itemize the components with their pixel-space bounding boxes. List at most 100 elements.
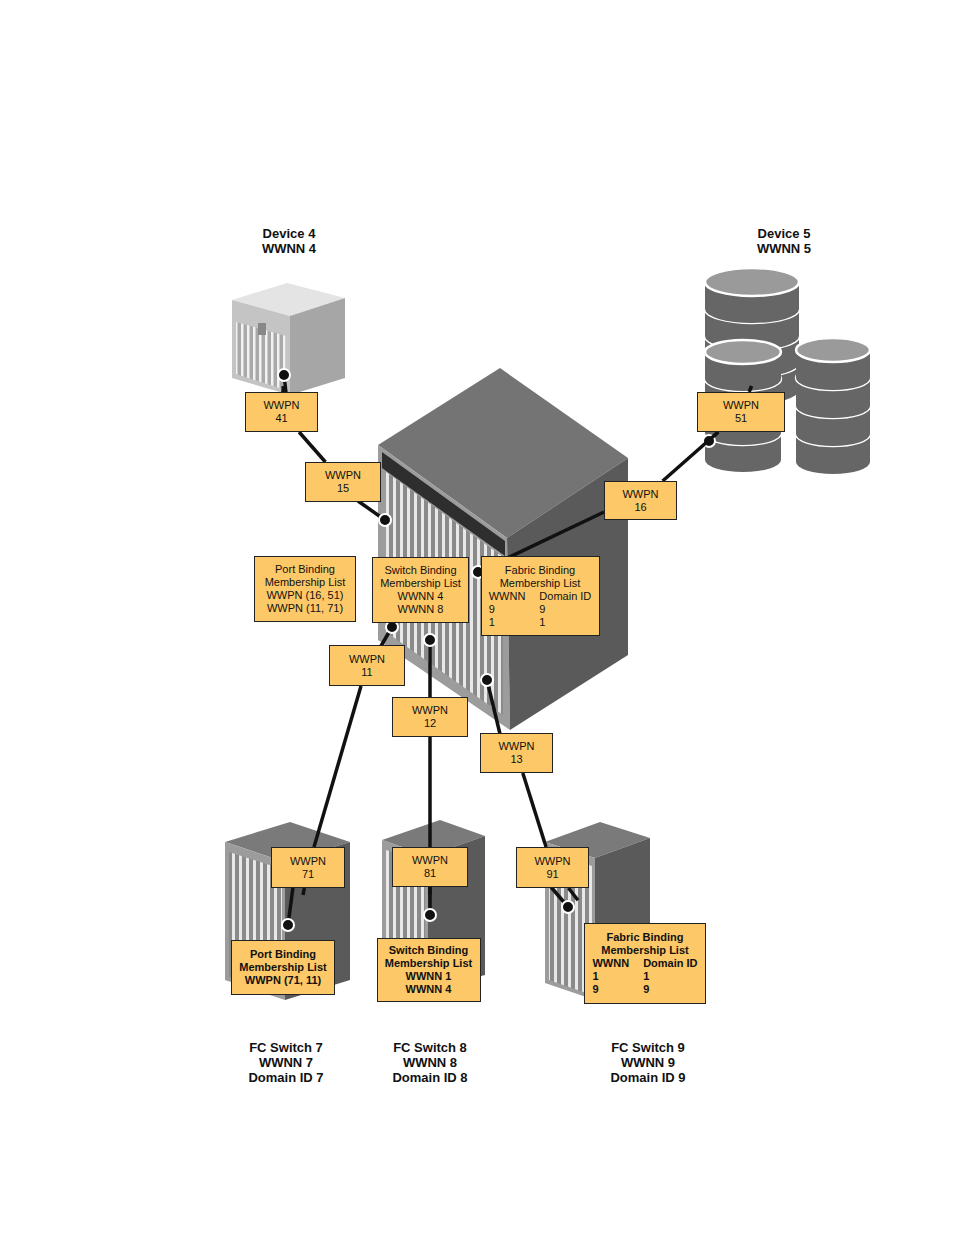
switch-label: FC Switch 9WWNN 9Domain ID 9Fabric Bindi… — [578, 895, 718, 1085]
fc-link — [299, 432, 325, 462]
node-text: WWPN (71, 11) — [245, 974, 321, 987]
fc-link — [430, 887, 431, 895]
switch-label: FC Switch 7WWNN 7Domain ID 7 Port Binding… — [225, 895, 347, 1085]
wwpn-box: WWPN81 — [392, 847, 468, 887]
node-text: WWPN — [290, 855, 326, 868]
wwpn-box: WWPN71 — [271, 847, 345, 888]
node-text: 12 — [424, 717, 436, 730]
disk-storage — [705, 268, 870, 474]
binding-table: WWNNDomain ID1199 — [592, 957, 697, 996]
node-text: Domain ID — [643, 957, 697, 970]
node-text: 51 — [735, 412, 747, 425]
node-text: Switch Binding — [389, 944, 468, 957]
node-text: 9 — [592, 983, 598, 996]
link-line — [428, 887, 432, 895]
device-label: Device 5WWNN 5 — [712, 226, 856, 386]
node-text: 9 — [643, 983, 649, 996]
node-text: Fabric Binding — [607, 931, 684, 944]
director-switch — [378, 368, 628, 730]
node-text: WWNN 9 — [621, 1055, 675, 1070]
node-text: WWNN 4 — [406, 983, 452, 996]
node-text: WWPN (16, 51) — [266, 589, 343, 602]
node-text: 71 — [302, 868, 314, 881]
node-text: WWPN — [412, 704, 448, 717]
node-text: FC Switch 8 — [393, 1040, 467, 1055]
node-text: 1 — [592, 970, 598, 983]
fc-switch — [225, 822, 350, 1000]
node-text: Fabric Binding — [505, 564, 575, 577]
link-line — [523, 773, 546, 847]
node-text: 9 — [489, 603, 495, 616]
node-text: WWNN 5 — [757, 241, 811, 256]
node-text: WWNN — [489, 590, 526, 603]
node-text: FC Switch 7 — [249, 1040, 323, 1055]
link-line — [299, 432, 325, 462]
node-text: Port Binding — [250, 948, 316, 961]
node-text: Membership List — [601, 944, 688, 957]
link-line — [568, 888, 578, 900]
node-text: WWPN — [622, 488, 658, 501]
node-text: WWPN — [325, 469, 361, 482]
node-text: 41 — [275, 412, 287, 425]
fc-link — [663, 432, 719, 481]
node-text: Membership List — [500, 577, 581, 590]
membership-box: Switch BindingMembership ListWWNN 1WWNN … — [377, 938, 481, 1002]
device-label: Device 4WWNN 4 — [228, 226, 350, 386]
fc-link — [568, 888, 578, 900]
wwpn-box: WWPN91 — [516, 847, 589, 888]
node-text: 1 — [539, 616, 545, 629]
node-text: WWNN 8 — [398, 603, 444, 616]
node-text: 1 — [643, 970, 649, 983]
node-text: Membership List — [385, 957, 472, 970]
node-text: Domain ID 9 — [610, 1070, 685, 1085]
node-text: WWNN 8 — [403, 1055, 457, 1070]
membership-box: Switch BindingMembership ListWWNN 4WWNN … — [372, 557, 469, 623]
fc-switch — [382, 820, 485, 990]
node-text: WWPN — [349, 653, 385, 666]
node-text: Port Binding — [275, 563, 335, 576]
node-text: WWPN — [412, 854, 448, 867]
wwpn-box: WWPN11 — [329, 645, 405, 686]
node-text: WWPN (11, 71) — [267, 602, 343, 615]
node-text: WWNN — [592, 957, 629, 970]
node-text: Membership List — [380, 577, 461, 590]
node-text: 1 — [489, 616, 495, 629]
wwpn-box: WWPN41 — [245, 392, 318, 432]
membership-box: Port BindingMembership ListWWPN (71, 11) — [231, 940, 335, 995]
node-text: WWNN 4 — [398, 590, 444, 603]
node-text: WWPN — [498, 740, 534, 753]
server-device — [232, 283, 345, 395]
node-text: 15 — [337, 482, 349, 495]
port-wire — [284, 375, 718, 925]
link-line — [663, 432, 719, 481]
node-text: 9 — [539, 603, 545, 616]
wwpn-box: WWPN16 — [604, 481, 677, 520]
node-text: FC Switch 9 — [611, 1040, 685, 1055]
node-text: WWPN — [723, 399, 759, 412]
fc-link — [303, 888, 304, 895]
node-text: Switch Binding — [384, 564, 456, 577]
wwpn-box: WWPN15 — [305, 462, 381, 502]
wwpn-box: WWPN12 — [392, 697, 468, 737]
node-text: WWNN 4 — [262, 241, 316, 256]
membership-box: Fabric BindingMembership ListWWNN Domain … — [584, 923, 706, 1004]
node-text: 91 — [546, 868, 558, 881]
link-line — [314, 686, 361, 847]
membership-box: Port BindingMembership ListWWPN (16, 51)… — [254, 556, 356, 622]
node-text: Device 4 — [263, 226, 316, 241]
fc-link — [430, 737, 431, 847]
node-text: WWNN 7 — [259, 1055, 313, 1070]
node-text: WWPN — [534, 855, 570, 868]
node-text: Domain ID 8 — [392, 1070, 467, 1085]
node-text: Domain ID — [539, 590, 591, 603]
node-text: 11 — [361, 666, 372, 679]
node-text: Membership List — [239, 961, 326, 974]
membership-box: Fabric BindingMembership ListWWNN Domain … — [481, 556, 600, 636]
wwpn-box: WWPN51 — [697, 392, 785, 432]
node-text: WWNN 1 — [406, 970, 452, 983]
node-text: 13 — [510, 753, 522, 766]
node-text: Device 5 — [758, 226, 811, 241]
node-text: Domain ID 7 — [248, 1070, 323, 1085]
